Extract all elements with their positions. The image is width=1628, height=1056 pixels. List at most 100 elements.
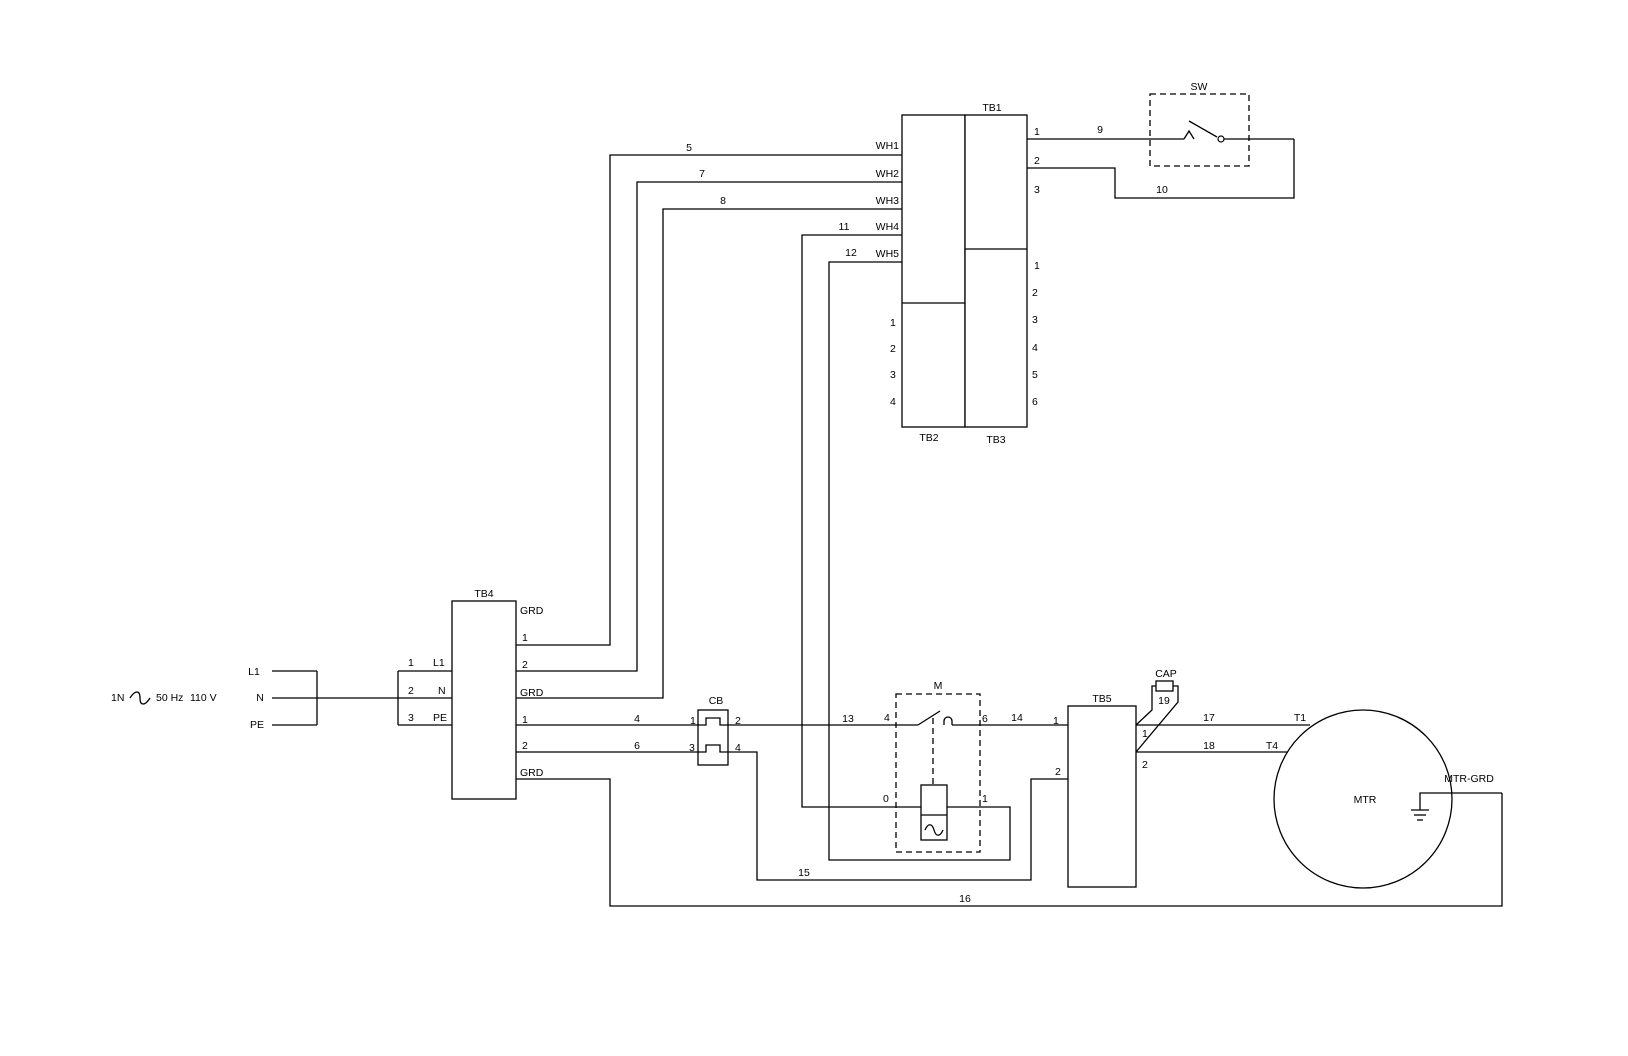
- tb5-left-pin-2: 2: [1055, 766, 1061, 778]
- tb4-right-grd-2: GRD: [520, 687, 544, 699]
- m-pin-0: 0: [883, 793, 889, 805]
- tb4-right-1a: 1: [522, 632, 528, 644]
- supply-frequency-label: 50 Hz: [156, 692, 183, 704]
- m-contact-hook-icon: [943, 716, 953, 725]
- m-pin-4: 4: [884, 712, 890, 724]
- tb4-left-name-l1: L1: [433, 657, 445, 669]
- tb4-right-1b: 1: [522, 714, 528, 726]
- tb4-left-name-n: N: [438, 685, 446, 697]
- m-contact-lever: [917, 710, 941, 726]
- supply-l1-label: L1: [248, 666, 260, 678]
- tb2-pin-1: 1: [890, 317, 896, 329]
- tb2-column-box: [901, 114, 966, 428]
- supply-pe-label: PE: [250, 719, 264, 731]
- tb4-title: TB4: [474, 588, 493, 600]
- cap-title: CAP: [1155, 668, 1177, 680]
- circuit-breaker-cb: CB 1 2 3 4 4 6: [516, 695, 741, 766]
- motor-circle: [1273, 709, 1453, 889]
- tb2-title: TB2: [919, 432, 938, 444]
- cap-id-label: 19: [1158, 695, 1170, 707]
- tb1-right-3: 3: [1034, 184, 1040, 196]
- supply-phase-label: 1N: [111, 692, 124, 704]
- motor-title: MTR: [1354, 794, 1377, 806]
- tb1-left-wh3: WH3: [876, 195, 899, 207]
- wire-18-label: 18: [1203, 740, 1215, 752]
- wire-12-line: [828, 261, 969, 861]
- m-dashed-enclosure: [895, 693, 981, 853]
- cb-pin-2: 2: [735, 715, 741, 727]
- tb5-left-pin-1: 1: [1053, 715, 1059, 727]
- motor-ground-label: MTR-GRD: [1444, 773, 1494, 785]
- wire-13-label: 13: [842, 713, 854, 725]
- sw-title: SW: [1191, 81, 1208, 93]
- sw-contact-icon: [1183, 129, 1195, 140]
- tb1-left-wh4: WH4: [876, 221, 899, 233]
- tb3-pin-4: 4: [1032, 342, 1038, 354]
- wire-7-label: 7: [699, 168, 705, 180]
- supply-n-label: N: [256, 692, 264, 704]
- sw-dashed-enclosure: [1149, 93, 1250, 167]
- tb2-pin-4: 4: [890, 396, 896, 408]
- capacitor-cap: CAP 19: [1135, 668, 1179, 753]
- wires-tb4-tb1: 5 7 8: [516, 142, 902, 699]
- terminal-block-tb1-tb3: TB1 TB2 TB3 WH1 WH2 WH3 WH4 WH5 1 2 3 1 …: [876, 102, 1040, 446]
- tb4-left-num-2: 2: [408, 685, 414, 697]
- wire-8-label: 8: [720, 195, 726, 207]
- tb4-left-num-3: 3: [408, 712, 414, 724]
- tb1-left-wh2: WH2: [876, 168, 899, 180]
- tb4-right-grd-3: GRD: [520, 767, 544, 779]
- tb3-pin-1: 1: [1034, 260, 1040, 272]
- wire-14-label: 14: [1011, 712, 1023, 724]
- tb3-pin-5: 5: [1032, 369, 1038, 381]
- m-pin-1: 1: [982, 793, 988, 805]
- wire-11-line: [801, 234, 1011, 861]
- wire-9-label: 9: [1097, 124, 1103, 136]
- wire-5-line: [516, 154, 902, 646]
- tb4-right-grd-1: GRD: [520, 605, 544, 617]
- cb-contact-top-icon: [698, 717, 728, 726]
- tb4-right-2a: 2: [522, 659, 528, 671]
- cap-body: [1155, 680, 1174, 692]
- tb4-left-num-1: 1: [408, 657, 414, 669]
- cap-lead-left: [1135, 685, 1156, 726]
- wire-12-label: 12: [845, 247, 857, 259]
- wire-10-label: 10: [1156, 184, 1168, 196]
- supply-voltage-label: 110 V: [190, 692, 217, 704]
- tb5-right-pin-1: 1: [1142, 728, 1148, 740]
- wires-11-12: 1 1 12: [801, 221, 1011, 861]
- m-pin-6: 6: [982, 713, 988, 725]
- wire-16-line: [516, 778, 1503, 907]
- wire-16-label: 16: [959, 893, 971, 905]
- tb1-left-wh5: WH5: [876, 248, 899, 260]
- power-supply: 1N 50 Hz 110 V L1 N PE: [111, 666, 452, 731]
- motor-mtr: MTR T1 T4 MTR-GRD 16 17 18: [516, 709, 1503, 907]
- tb2-pin-3: 3: [890, 369, 896, 381]
- wire-15-label: 15: [798, 867, 810, 879]
- tb3-title: TB3: [986, 434, 1005, 446]
- wire-5-label: 5: [686, 142, 692, 154]
- tb1-left-wh1: WH1: [876, 140, 899, 152]
- sw-pivot-icon: [1217, 135, 1225, 143]
- tb1-title: TB1: [982, 102, 1001, 114]
- tb3-pin-3: 3: [1032, 314, 1038, 326]
- cb-pin-3: 3: [689, 742, 695, 754]
- tb3-column-box: [964, 114, 1028, 428]
- tb2-pin-2: 2: [890, 343, 896, 355]
- motor-terminal-t4: T4: [1266, 740, 1278, 752]
- wire-15-line: [728, 751, 1068, 881]
- m-title: M: [934, 680, 943, 692]
- tb4-box: [451, 600, 517, 800]
- tb3-pin-2: 2: [1032, 287, 1038, 299]
- wire-17-label: 17: [1203, 712, 1215, 724]
- cb-title: CB: [709, 695, 724, 707]
- terminal-block-tb4: TB4 1 2 3 L1 N PE GRD 1 2 GRD 1 2 GRD: [397, 588, 544, 800]
- terminal-block-tb5: TB5 1 2 1 2 15: [728, 693, 1148, 888]
- cb-pin-4: 4: [735, 742, 741, 754]
- tb4-left-name-pe: PE: [433, 712, 447, 724]
- cb-contact-bottom-icon: [698, 744, 728, 753]
- switch-sw: SW 9 10: [1027, 81, 1295, 199]
- contactor-m: M 4 6 0 1 13 14: [728, 680, 1068, 853]
- wire-10-line: [1027, 139, 1295, 199]
- tb5-right-pin-2: 2: [1142, 759, 1148, 771]
